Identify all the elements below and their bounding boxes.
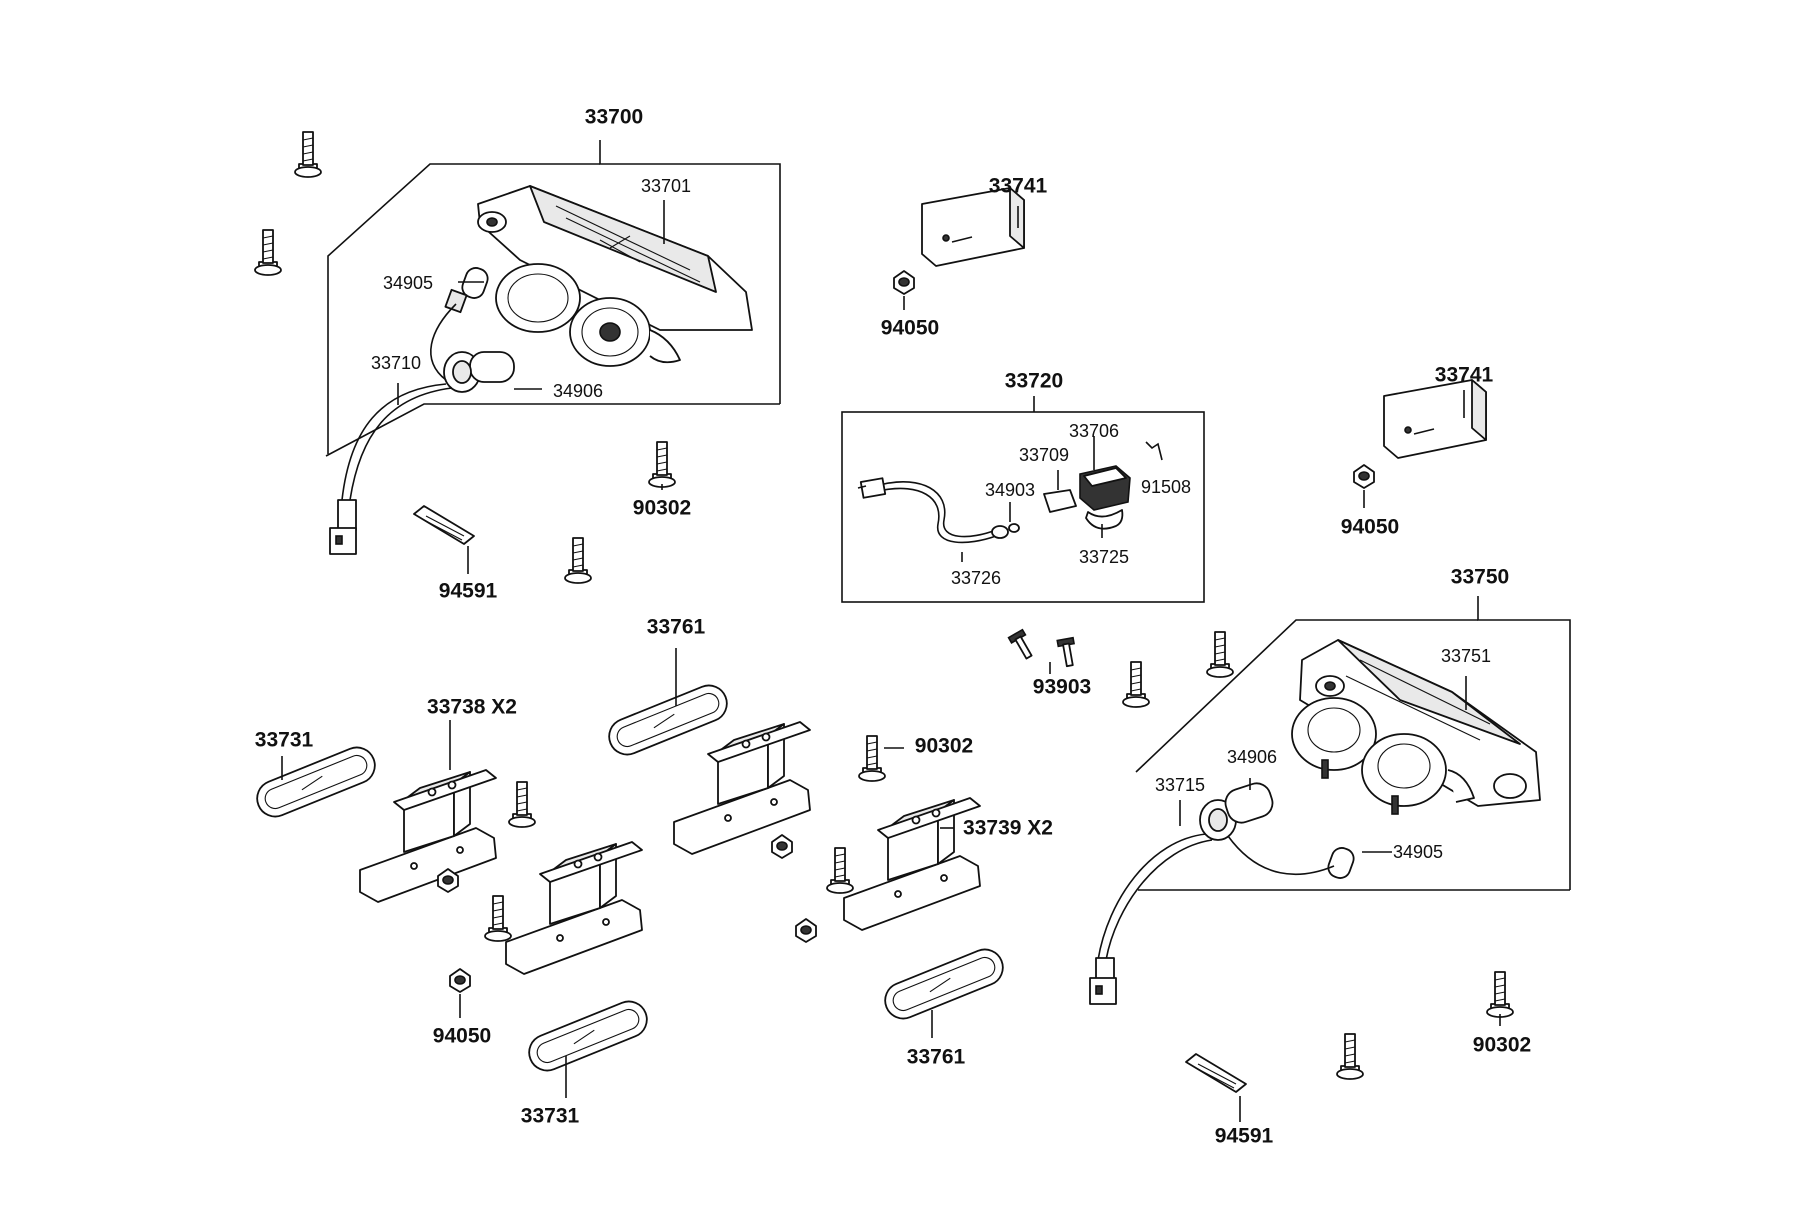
- label-33731-left: 33731: [254, 728, 314, 752]
- label-33739-x2: 33739 X2: [963, 816, 1053, 840]
- assembly-33750: [1089, 596, 1571, 1005]
- label-33715: 33715: [1154, 775, 1206, 795]
- label-34903: 34903: [984, 480, 1036, 500]
- label-94050-top: 94050: [880, 316, 940, 340]
- label-33738-x2: 33738 X2: [427, 695, 517, 719]
- label-33731-bottom: 33731: [520, 1104, 580, 1128]
- label-94591-left: 94591: [438, 579, 498, 603]
- assembly-33700: [325, 140, 781, 555]
- label-33761-bottom: 33761: [906, 1045, 966, 1069]
- label-33751: 33751: [1440, 646, 1492, 666]
- label-90302-mid: 90302: [632, 496, 692, 520]
- label-34906-left: 34906: [552, 381, 604, 401]
- label-94050-bottom: 94050: [432, 1024, 492, 1048]
- label-90302-right: 90302: [1472, 1033, 1532, 1057]
- label-94591-right: 94591: [1214, 1124, 1274, 1148]
- label-90302-brackets: 90302: [914, 734, 974, 758]
- label-34905-right: 34905: [1392, 842, 1444, 862]
- label-33709: 33709: [1018, 445, 1070, 465]
- label-33741-right: 33741: [1434, 363, 1494, 387]
- label-33761-top: 33761: [646, 615, 706, 639]
- label-33726: 33726: [950, 568, 1002, 588]
- label-33725: 33725: [1078, 547, 1130, 567]
- label-94050-right: 94050: [1340, 515, 1400, 539]
- label-34905-left: 34905: [382, 273, 434, 293]
- label-33750: 33750: [1450, 565, 1510, 589]
- label-33710: 33710: [370, 353, 422, 373]
- label-33701: 33701: [640, 176, 692, 196]
- label-33700: 33700: [584, 105, 644, 129]
- label-34906-right: 34906: [1226, 747, 1278, 767]
- label-91508: 91508: [1140, 477, 1192, 497]
- label-33706: 33706: [1068, 421, 1120, 441]
- label-33741-top: 33741: [988, 174, 1048, 198]
- label-33720: 33720: [1004, 369, 1064, 393]
- label-93903: 93903: [1032, 675, 1092, 699]
- assembly-33720: [841, 396, 1205, 603]
